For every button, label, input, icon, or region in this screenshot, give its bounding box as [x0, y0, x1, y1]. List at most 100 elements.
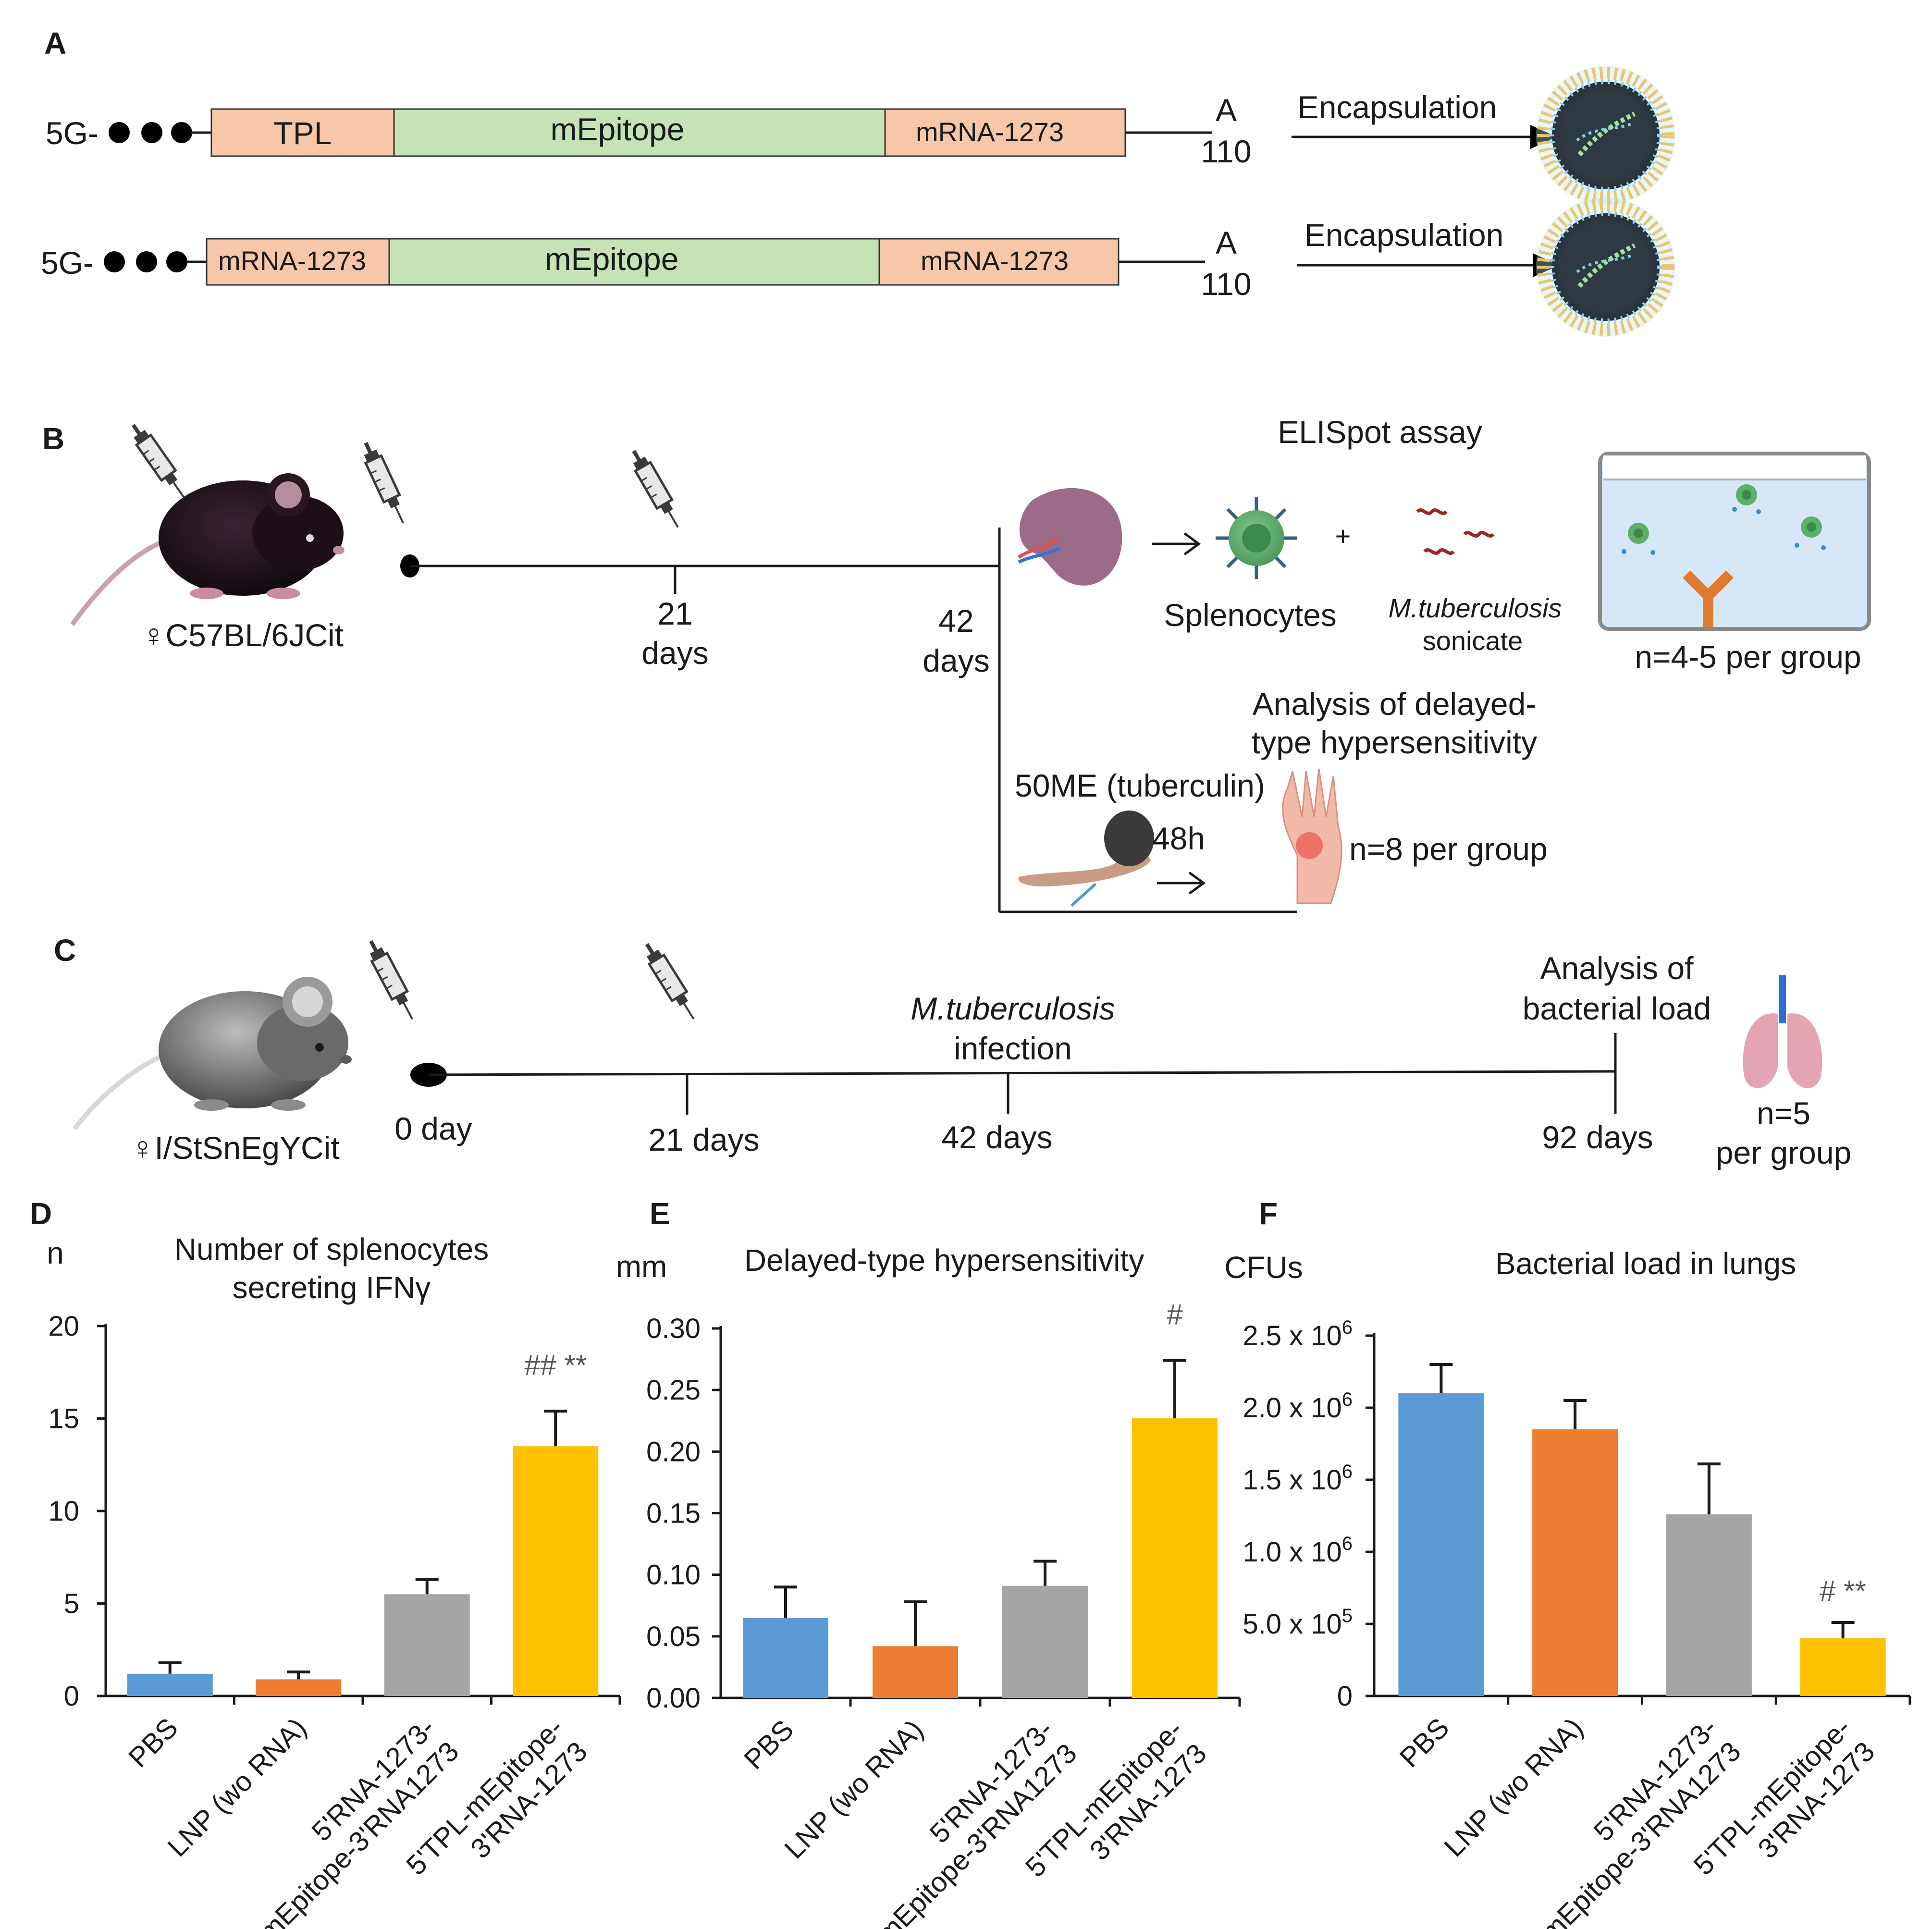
bacterial-load-title: bacterial load: [1523, 991, 1711, 1026]
mtb-label-b: M.tuberculosis: [1388, 593, 1562, 623]
y-axis-label: CFUs: [1224, 1250, 1303, 1285]
cap-dot: [109, 122, 130, 143]
panel-letter-b: B: [42, 421, 64, 456]
encapsulation-label: Encapsulation: [1298, 89, 1497, 125]
splenocytes-label: Splenocytes: [1164, 597, 1337, 633]
syringe-icon: [626, 446, 685, 531]
lnp-particle-icon: [1536, 197, 1675, 337]
lungs-icon: [1743, 975, 1822, 1088]
bar: [1002, 1585, 1088, 1698]
panel-letter-d: D: [30, 1196, 52, 1231]
y-tick-label: 20: [48, 1311, 79, 1342]
x-tick-label: LNP (wo RNA): [778, 1714, 929, 1865]
bar: [384, 1594, 470, 1696]
syringe-icon: [358, 439, 411, 527]
segment-mrna1273-label: mRNA-1273: [916, 117, 1064, 147]
y-axis-label: n: [47, 1236, 64, 1270]
polya-letter: A: [1216, 92, 1237, 128]
day92-label: 92 days: [1542, 1119, 1653, 1155]
bar: [743, 1618, 828, 1698]
elispot-n-label: n=4-5 per group: [1635, 639, 1861, 675]
segment-tpl-label: TPL: [273, 115, 332, 151]
elispot-title: ELISpot assay: [1278, 414, 1482, 450]
x-tick-label: PBS: [1394, 1712, 1455, 1773]
lnp-particle-icon: [1536, 66, 1675, 205]
y-tick-label: 10: [48, 1496, 79, 1527]
bar: [1532, 1429, 1618, 1696]
construct-2: 5G- mRNA-1273 mEpitope mRNA-1273 A 110 E…: [41, 217, 1559, 302]
panel-letter-c: C: [54, 933, 76, 968]
syringe-icon: [640, 939, 701, 1023]
day21-label-c: 21 days: [648, 1122, 759, 1157]
timeline-c: [428, 1070, 1616, 1076]
chart-d: n Number of splenocytes secreting IFNγ 0 5 10…: [47, 1232, 621, 1929]
significance-label: # **: [1820, 1575, 1866, 1607]
polya-letter: A: [1216, 225, 1237, 260]
y-tick-label: 5: [64, 1588, 79, 1620]
x-tick-label: LNP (wo RNA): [1438, 1712, 1589, 1863]
elispot-well-icon: [1598, 452, 1871, 631]
segment-mrna1273-label: mRNA-1273: [218, 246, 366, 276]
day0-label: 0 day: [394, 1111, 472, 1146]
syringe-icon: [126, 420, 191, 502]
chart-title: Delayed-type hypersensitivity: [744, 1243, 1144, 1278]
mouse-strain-c: ♀I/StSnEgYCit: [131, 1130, 340, 1166]
time-48h-label: 48h: [1152, 821, 1205, 856]
segment-mepitope: [393, 108, 886, 157]
day42-label-b: days: [923, 643, 989, 678]
sonicate-label: sonicate: [1423, 626, 1523, 656]
y-tick-label: 5.0 x 105: [1243, 1605, 1353, 1640]
day42-label-b: 42: [938, 603, 973, 639]
y-tick-label: 0.30: [646, 1313, 701, 1344]
day42-label-c: 42 days: [941, 1119, 1052, 1155]
bar: [127, 1673, 213, 1696]
y-tick-label: 0.05: [646, 1621, 701, 1652]
panel-letter-f: F: [1259, 1196, 1278, 1231]
infection-label: M.tuberculosis: [911, 991, 1115, 1026]
bar: [1398, 1393, 1484, 1696]
y-tick-label: 0.15: [646, 1498, 701, 1529]
y-tick-label: 0.25: [646, 1375, 701, 1406]
cap-dot: [166, 251, 187, 272]
bacterial-load-title: Analysis of: [1540, 950, 1694, 986]
construct-1: 5G- TPL mEpitope mRNA-1273 A 110 Encapsu…: [46, 89, 1557, 169]
y-tick-label: 1.5 x 106: [1243, 1461, 1353, 1496]
day21-label-b: days: [641, 635, 708, 671]
chart-title: Bacterial load in lungs: [1495, 1246, 1796, 1281]
chart-title: secreting IFNγ: [233, 1270, 431, 1305]
y-tick-label: 2.0 x 106: [1243, 1389, 1353, 1424]
segment-mepitope-label: mEpitope: [551, 111, 685, 147]
lung-n-label: per group: [1716, 1135, 1852, 1170]
arm-injection-icon: [1018, 811, 1154, 907]
dth-title: type hypersensitivity: [1252, 725, 1537, 760]
x-tick-label: PBS: [123, 1712, 184, 1773]
dth-title: Analysis of delayed-: [1253, 686, 1537, 722]
y-tick-label: 0.20: [646, 1436, 701, 1467]
polya-count: 110: [1201, 266, 1251, 302]
y-axis-label: mm: [616, 1249, 667, 1284]
polya-count: 110: [1201, 134, 1251, 169]
y-tick-label: 1.0 x 106: [1243, 1533, 1353, 1568]
y-tick-label: 0: [64, 1681, 79, 1712]
dth-n-label: n=8 per group: [1349, 831, 1548, 867]
y-tick-label: 0.10: [646, 1560, 701, 1591]
lung-n-label: n=5: [1757, 1095, 1810, 1131]
panel-letter-e: E: [650, 1196, 670, 1231]
mouse-strain-b: ♀C57BL/6JCit: [142, 617, 344, 653]
infection-label: infection: [954, 1031, 1072, 1066]
day21-label-b: 21: [657, 596, 692, 631]
bar: [1132, 1418, 1218, 1698]
chart-title: Number of splenocytes: [174, 1232, 489, 1266]
y-tick-label: 2.5 x 106: [1243, 1317, 1353, 1352]
y-tick-label: 15: [48, 1403, 79, 1435]
segment-mrna1273: [884, 108, 1126, 157]
spleen-icon: [1018, 488, 1122, 586]
splenocyte-icon: [1216, 497, 1297, 579]
panel-letter-a: A: [44, 26, 66, 61]
significance-label: ## **: [524, 1349, 587, 1381]
x-tick-label: LNP (wo RNA): [161, 1712, 312, 1863]
tuberculin-label: 50ME (tuberculin): [1015, 768, 1265, 803]
